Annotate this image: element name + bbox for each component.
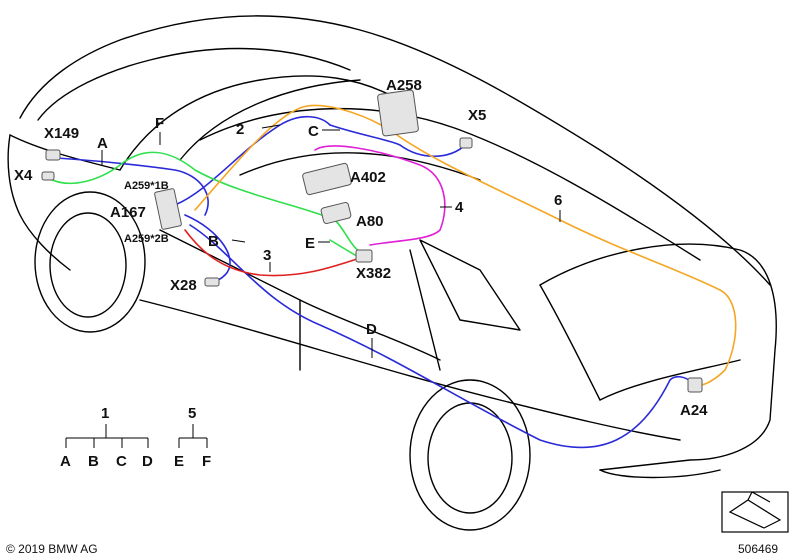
legend-5-item-e: E bbox=[174, 453, 184, 470]
label-a167: A167 bbox=[110, 204, 146, 221]
module-a167 bbox=[154, 188, 182, 230]
label-2: 2 bbox=[236, 121, 244, 138]
module-a402 bbox=[302, 162, 352, 196]
label-x5: X5 bbox=[468, 107, 486, 124]
label-c: C bbox=[308, 123, 319, 140]
wire-magenta-4 bbox=[314, 145, 446, 246]
legend-group-5: 5 E F bbox=[174, 405, 211, 470]
connector-x382 bbox=[355, 249, 373, 263]
legend-group-1: 1 A B C D bbox=[60, 405, 153, 470]
wire-red-3 bbox=[184, 229, 361, 277]
label-4: 4 bbox=[455, 199, 464, 216]
label-a402: A402 bbox=[350, 169, 386, 186]
part-number: 506469 bbox=[738, 542, 779, 556]
module-a80 bbox=[320, 201, 352, 225]
label-a258: A258 bbox=[386, 77, 422, 94]
connector-x149 bbox=[45, 149, 61, 161]
connector-x5 bbox=[459, 137, 473, 149]
legend-1-item-a: A bbox=[60, 453, 71, 470]
label-a24: A24 bbox=[680, 402, 708, 419]
label-e: E bbox=[305, 235, 315, 252]
legend-5-number: 5 bbox=[188, 405, 196, 422]
labels: X149 A F X4 A259*1B A167 A259*2B B X28 2… bbox=[14, 77, 708, 419]
label-x28: X28 bbox=[170, 277, 197, 294]
components bbox=[41, 89, 703, 393]
label-x149: X149 bbox=[44, 125, 79, 142]
legend-5-item-f: F bbox=[202, 453, 211, 470]
label-a259-1b: A259*1B bbox=[124, 180, 169, 192]
label-x382: X382 bbox=[356, 265, 391, 282]
module-a258 bbox=[377, 89, 419, 137]
label-a80: A80 bbox=[356, 213, 384, 230]
label-3: 3 bbox=[263, 247, 271, 264]
copyright-text: © 2019 BMW AG bbox=[6, 542, 98, 556]
legend-1-item-b: B bbox=[88, 453, 99, 470]
connector-a24 bbox=[687, 377, 703, 393]
leader-lines bbox=[101, 124, 561, 358]
wire-green-e bbox=[329, 239, 356, 256]
legend-1-item-c: C bbox=[116, 453, 127, 470]
wire-blue-2 bbox=[174, 115, 331, 206]
wire-blue-d bbox=[189, 224, 696, 449]
label-b: B bbox=[208, 233, 219, 250]
view-direction-icon bbox=[721, 491, 789, 533]
connector-x4 bbox=[41, 171, 55, 181]
wire-green-f bbox=[47, 151, 361, 253]
label-a259-2b: A259*2B bbox=[124, 233, 169, 245]
wire-blue-c bbox=[329, 124, 466, 157]
label-6: 6 bbox=[554, 192, 562, 209]
wire-orange-6 bbox=[194, 104, 737, 386]
connector-x28 bbox=[204, 277, 220, 287]
legend-1-number: 1 bbox=[101, 405, 109, 422]
legend-1-item-d: D bbox=[142, 453, 153, 470]
label-d: D bbox=[366, 321, 377, 338]
label-x4: X4 bbox=[14, 167, 33, 184]
label-a: A bbox=[97, 135, 108, 152]
label-f: F bbox=[155, 115, 164, 132]
